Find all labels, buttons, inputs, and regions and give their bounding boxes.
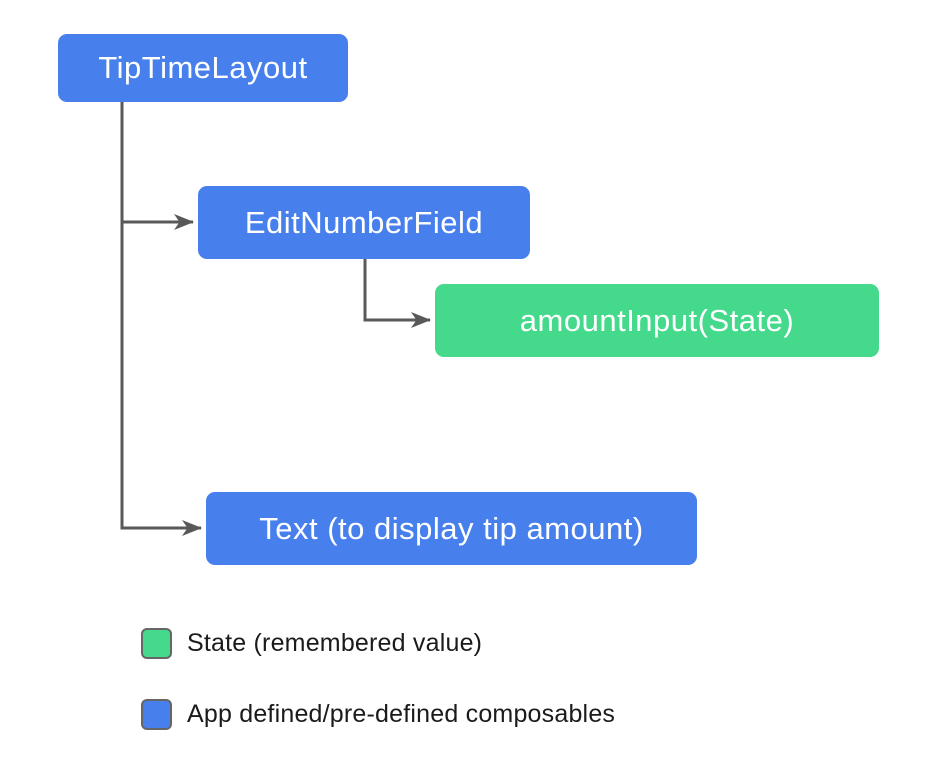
legend-label-composables: App defined/pre-defined composables [187,700,616,728]
legend-swatch-state-green [141,628,172,659]
node-text-display-tip-amount: Text (to display tip amount) [206,492,697,565]
node-editnumberfield: EditNumberField [198,186,530,259]
node-tiptimelayout: TipTimeLayout [58,34,348,102]
legend-row-composables: App defined/pre-defined composables [141,699,615,730]
node-tiptimelayout-label: TipTimeLayout [98,50,308,85]
legend-label-state: State (remembered value) [187,629,483,657]
node-amountinput-state-label: amountInput(State) [519,302,795,338]
edge-tiptimelayout-to-text [120,102,202,536]
edge-editnumberfield-to-amountinput [363,259,431,328]
node-amountinput-state: amountInput(State) [435,284,879,357]
legend: State (remembered value) App defined/pre… [141,628,615,730]
legend-swatch-composables-blue [141,699,172,730]
node-editnumberfield-label: EditNumberField [244,204,484,240]
legend-row-state: State (remembered value) [141,628,615,659]
node-text-display-tip-amount-label: Text (to display tip amount) [259,510,644,546]
